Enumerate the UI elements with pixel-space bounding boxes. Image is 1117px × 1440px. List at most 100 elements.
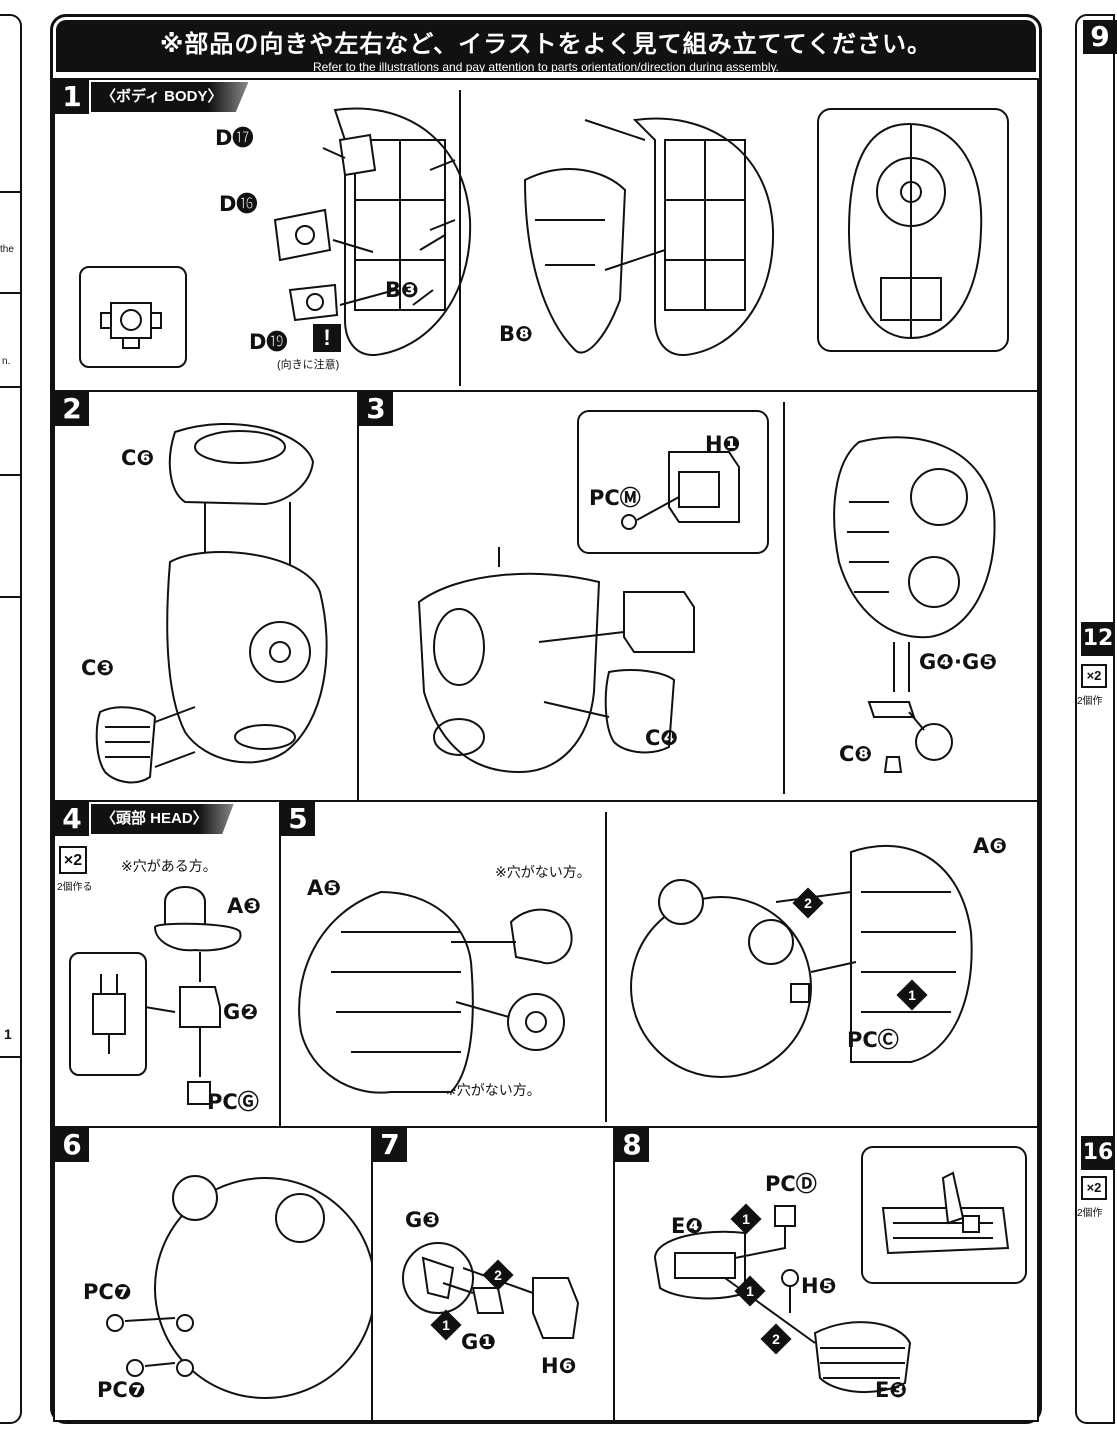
part-label-a5: A❺ [307, 876, 342, 900]
sequence-marker-2: 2 [482, 1259, 514, 1291]
right-x2-badge: ×2 [1081, 664, 1107, 688]
caution-icon: ! [313, 324, 341, 352]
step-4-panel: 4 〈頭部 HEAD〉 ×2 2個作る ※穴がある方。 A❸ G❷ PCⒼ [53, 800, 281, 1128]
step-number: 6 [55, 1128, 89, 1162]
step-number: 7 [373, 1128, 407, 1162]
part-label-g3: G❸ [405, 1208, 441, 1232]
part-label-pcd: PCⒹ [765, 1172, 817, 1196]
g2-detail-illustration [92, 974, 126, 1054]
sequence-marker-2: 2 [760, 1323, 792, 1355]
step-number: 5 [281, 802, 315, 836]
step-number: 4 [55, 802, 89, 836]
right-make2-2: 2個作 [1077, 1208, 1103, 1219]
part-label-e3: E❸ [875, 1378, 908, 1402]
left-fragment-text-3: 1 [4, 1026, 12, 1042]
page-header: ※部品の向きや左右など、イラストをよく見て組み立ててください。 Refer to… [56, 20, 1036, 74]
part-label-c8: C❽ [839, 742, 873, 766]
body-back-view-inset [817, 108, 1009, 352]
sequence-marker-2: 2 [792, 887, 824, 919]
part-label-h6: H❻ [541, 1354, 577, 1378]
part-label-h1: H❶ [705, 432, 741, 456]
head-join-illustration [630, 844, 973, 1078]
ear-joint-assembly-illustration [402, 1242, 580, 1339]
head-half-assembly-illustration [298, 890, 573, 1094]
part-label-g1: G❶ [461, 1330, 497, 1354]
right-step-9: 9 [1083, 20, 1117, 54]
arm-detail-inset [861, 1146, 1027, 1284]
header-title-en: Refer to the illustrations and pay atten… [312, 60, 780, 74]
part-label-h5: H❺ [801, 1274, 837, 1298]
body-bottom-assembly-illustration [833, 436, 996, 773]
part-label-pc7-bottom: PC❼ [97, 1378, 146, 1402]
sequence-marker-1: 1 [730, 1203, 762, 1235]
step-number: 8 [615, 1128, 649, 1162]
right-make2: 2個作 [1077, 696, 1103, 707]
with-hole-note: ※穴がある方。 [121, 858, 217, 874]
no-hole-note-2: ※穴がない方。 [445, 1082, 541, 1098]
step-title: 〈頭部 HEAD〉 [91, 804, 234, 834]
d19-detail-illustration [100, 302, 162, 349]
part-label-pcc: PCⒸ [847, 1028, 899, 1052]
step-8-panel: 8 E❹ 1 PCⒹ 1 H❺ 2 E❸ [613, 1126, 1039, 1422]
right-step-12: 12 [1081, 622, 1115, 656]
g2-detail-inset [69, 952, 147, 1076]
arm-detail-illustration [881, 1171, 1010, 1255]
left-fragment-divider [0, 292, 20, 294]
head-joint-assembly-illustration [144, 886, 242, 1105]
step-3-panel: 3 H❶ PCⓂ C❹ G❹·G❺ C❽ [357, 390, 1039, 802]
make-two-badge: ×2 [59, 846, 87, 874]
part-label-b3: B❸ [385, 278, 419, 302]
step-5-divider [605, 812, 607, 1122]
left-fragment-text-2: n. [2, 356, 11, 367]
left-fragment-divider [0, 596, 20, 598]
step-title: 〈ボディ BODY〉 [91, 82, 249, 112]
left-fragment-divider [0, 191, 20, 193]
right-page-fragment: 9 12 ×2 2個作 16 ×2 2個作 [1075, 14, 1117, 1424]
part-label-d16: D⓰ [219, 192, 258, 216]
step-number: 1 [55, 80, 89, 114]
part-label-d17: D⓱ [215, 126, 254, 150]
left-fragment-text-1: the [0, 244, 14, 255]
sequence-marker-1: 1 [430, 1309, 462, 1341]
no-hole-note-1: ※穴がない方。 [495, 864, 591, 880]
head-back-illustration [106, 1175, 376, 1399]
right-x2-badge-2: ×2 [1081, 1176, 1107, 1200]
part-label-c4: C❹ [645, 726, 679, 750]
step-number: 3 [359, 392, 393, 426]
step-6-panel: 6 PC❼ PC❼ [53, 1126, 376, 1422]
header-title-jp: ※部品の向きや左右など、イラストをよく見て組み立ててください。 [160, 31, 932, 58]
body-half-left-illustration [273, 107, 472, 357]
left-fragment-divider [0, 1056, 20, 1058]
arm-joint-assembly-illustration [653, 1205, 912, 1394]
part-label-g4-g5: G❹·G❺ [919, 650, 998, 674]
body-cover-assembly-illustration [95, 423, 328, 784]
h1-pcm-detail-illustration [621, 451, 740, 530]
part-label-g2: G❷ [223, 1000, 259, 1024]
step-1-divider [459, 90, 461, 386]
step-number: 2 [55, 392, 89, 426]
body-assembly-illustration [523, 117, 775, 357]
part-label-a6: A❻ [973, 834, 1008, 858]
step-1-panel: 1 〈ボディ BODY〉 D⓱ D⓰ D⓳ ! (向きに注意) B❸ B❽ [53, 78, 1039, 392]
step-7-panel: 7 G❸ 2 1 G❶ H❻ [371, 1126, 615, 1422]
part-label-c6: C❻ [121, 446, 155, 470]
body-back-view-illustration [847, 122, 983, 340]
part-label-d19: D⓳ [249, 330, 288, 354]
part-label-a3: A❸ [227, 894, 262, 918]
body-side-assembly-illustration [417, 547, 695, 774]
h1-pcm-detail-inset [577, 410, 769, 554]
part-label-c3: C❸ [81, 656, 115, 680]
step-3-divider [783, 402, 785, 794]
step-2-panel: 2 C❻ C❸ [53, 390, 359, 802]
part-label-pcm: PCⓂ [589, 486, 641, 510]
step-5-panel: 5 A❺ ※穴がない方。 ※穴がない方。 2 1 A❻ PCⒸ [279, 800, 1039, 1128]
left-fragment-divider [0, 386, 20, 388]
sequence-marker-1: 1 [734, 1275, 766, 1307]
make-two-note: 2個作る [57, 882, 93, 893]
sequence-marker-1: 1 [896, 979, 928, 1011]
part-label-pcg: PCⒼ [207, 1090, 259, 1114]
part-label-b8: B❽ [499, 322, 533, 346]
caution-note: (向きに注意) [277, 359, 340, 371]
left-page-fragment: the n. 1 [0, 14, 22, 1424]
part-label-e4: E❹ [671, 1214, 704, 1238]
